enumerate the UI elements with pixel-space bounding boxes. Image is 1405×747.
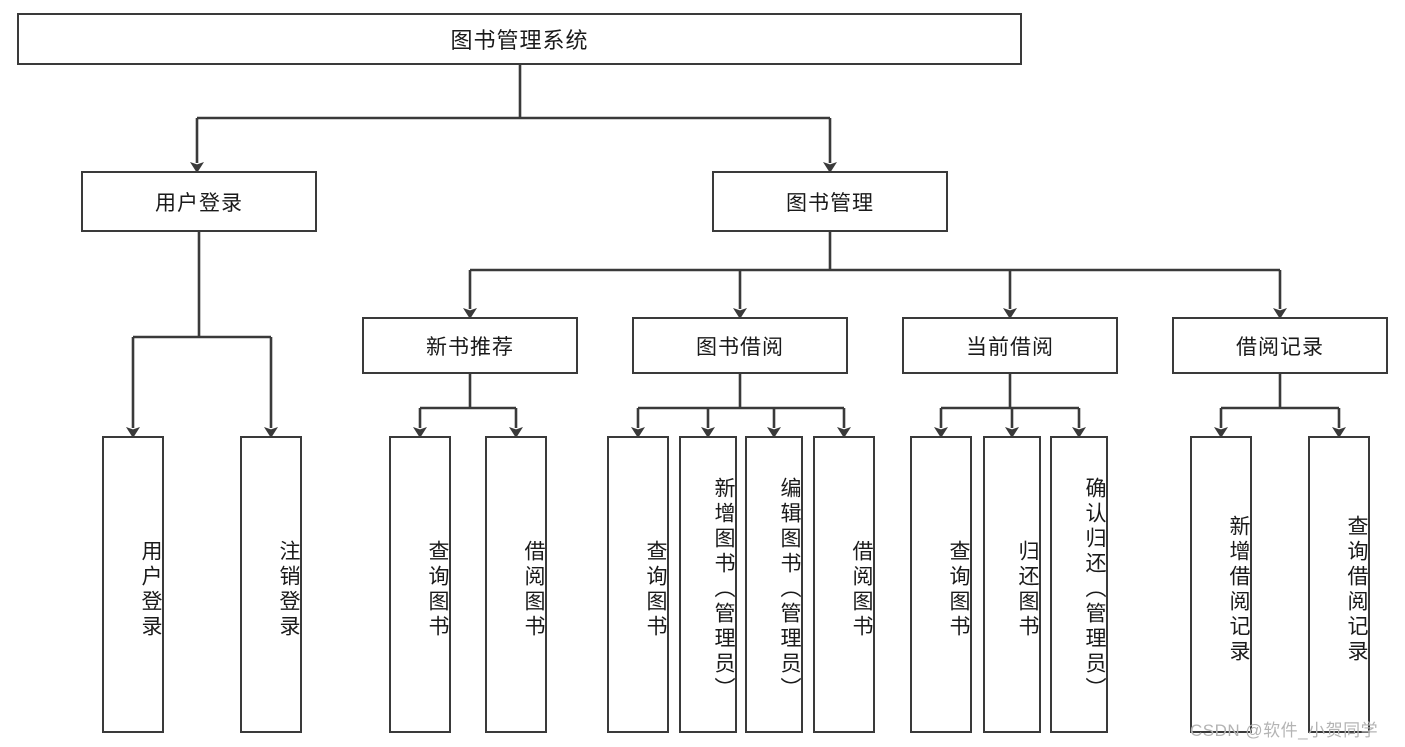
- node-leaf-query-book-1[interactable]: 查询图书: [389, 436, 451, 733]
- node-leaf-user-logout[interactable]: 注销登录: [240, 436, 302, 733]
- node-leaf-add-book[interactable]: 新增图书（管理员）: [679, 436, 737, 733]
- node-leaf-label: 查询借阅记录: [1345, 514, 1368, 665]
- node-leaf-borrow-book-2[interactable]: 借阅图书: [813, 436, 875, 733]
- node-borrow-record[interactable]: 借阅记录: [1172, 317, 1388, 374]
- node-book-borrow[interactable]: 图书借阅: [632, 317, 848, 374]
- node-user-login[interactable]: 用户登录: [81, 171, 317, 232]
- node-leaf-label: 查询图书: [947, 539, 970, 640]
- node-leaf-label: 新增图书（管理员）: [712, 477, 735, 702]
- node-current-borrow[interactable]: 当前借阅: [902, 317, 1118, 374]
- node-leaf-confirm-return[interactable]: 确认归还（管理员）: [1050, 436, 1108, 733]
- watermark-credit: CSDN @软件_小贺同学: [1190, 721, 1379, 740]
- node-leaf-return-book[interactable]: 归还图书: [983, 436, 1041, 733]
- node-leaf-label: 借阅图书: [522, 539, 545, 640]
- node-leaf-label: 归还图书: [1016, 539, 1039, 640]
- node-leaf-query-record[interactable]: 查询借阅记录: [1308, 436, 1370, 733]
- node-leaf-label: 借阅图书: [850, 539, 873, 640]
- node-leaf-label: 用户登录: [139, 539, 162, 640]
- node-leaf-label: 查询图书: [644, 539, 667, 640]
- node-leaf-label: 确认归还（管理员）: [1083, 477, 1106, 702]
- node-leaf-query-book-2[interactable]: 查询图书: [607, 436, 669, 733]
- node-leaf-add-record[interactable]: 新增借阅记录: [1190, 436, 1252, 733]
- node-leaf-edit-book[interactable]: 编辑图书（管理员）: [745, 436, 803, 733]
- node-root-system[interactable]: 图书管理系统: [17, 13, 1022, 65]
- node-leaf-label: 编辑图书（管理员）: [778, 477, 801, 702]
- node-leaf-label: 注销登录: [277, 539, 300, 640]
- node-leaf-user-login[interactable]: 用户登录: [102, 436, 164, 733]
- node-leaf-borrow-book-1[interactable]: 借阅图书: [485, 436, 547, 733]
- node-book-manage[interactable]: 图书管理: [712, 171, 948, 232]
- node-new-book-recommend[interactable]: 新书推荐: [362, 317, 578, 374]
- node-leaf-query-book-3[interactable]: 查询图书: [910, 436, 972, 733]
- node-leaf-label: 新增借阅记录: [1227, 514, 1250, 665]
- node-leaf-label: 查询图书: [426, 539, 449, 640]
